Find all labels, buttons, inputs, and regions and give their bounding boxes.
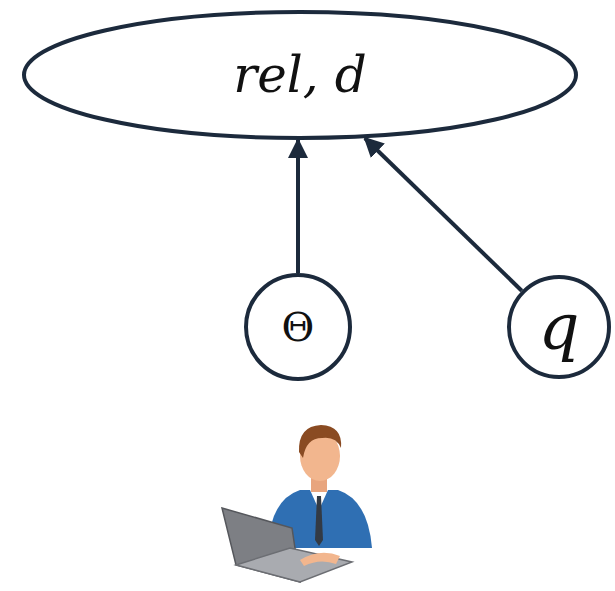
user-icon <box>222 425 372 582</box>
laptop-base <box>236 548 352 582</box>
node-label: rel, d <box>233 50 366 100</box>
ellipse-node: rel, d <box>22 10 578 140</box>
hands <box>300 553 340 566</box>
tie <box>315 496 323 546</box>
circle-node: q <box>507 275 611 379</box>
hair <box>299 425 341 458</box>
node-label: Θ <box>282 307 315 347</box>
arrow-connector <box>365 138 522 291</box>
arrow-connector <box>296 140 300 273</box>
node-label: q <box>539 295 580 359</box>
circle-node: Θ <box>244 273 352 381</box>
